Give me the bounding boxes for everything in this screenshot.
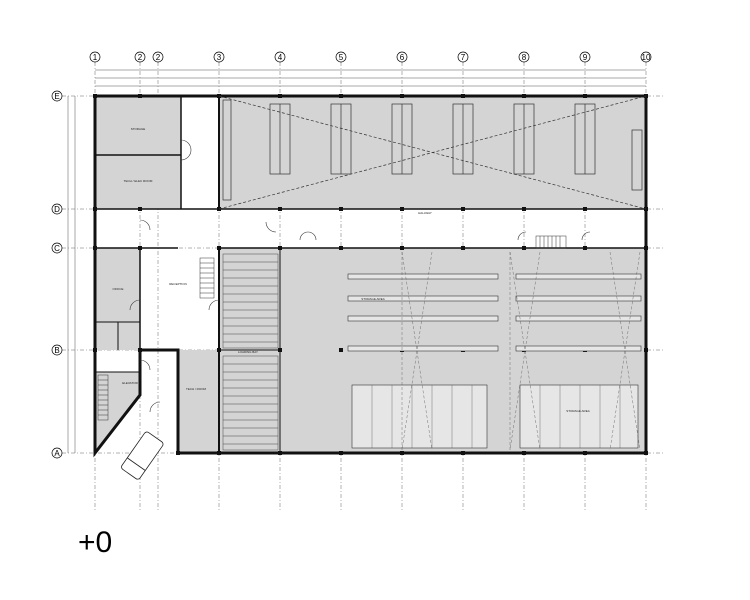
row-markers xyxy=(51,90,63,459)
col-label: 3 xyxy=(217,53,222,62)
corridor-stair xyxy=(535,235,567,249)
col-label: 7 xyxy=(461,53,466,62)
doors xyxy=(129,139,591,413)
col-label: 1 xyxy=(93,53,98,62)
col-label: 6 xyxy=(400,53,405,62)
row-label: D xyxy=(54,205,60,214)
room-label: HALLWAY xyxy=(418,211,432,215)
row-label: B xyxy=(54,346,59,355)
rack-crane-lines xyxy=(401,251,641,451)
row-marker-labels: E D C B A xyxy=(54,92,60,458)
room-label: OFFICE xyxy=(113,287,124,291)
col-label: 4 xyxy=(278,53,283,62)
stairs-west xyxy=(97,257,215,421)
structural-columns xyxy=(93,94,648,455)
room-label: STORAGE AREA xyxy=(361,297,384,301)
rack-dividers xyxy=(371,385,621,448)
room-label: STORAGE AREA xyxy=(566,409,589,413)
room-label: ELEVATOR xyxy=(122,381,138,385)
col-label: 8 xyxy=(522,53,527,62)
car-icon xyxy=(121,431,164,480)
col-label: 2 xyxy=(138,53,143,62)
col-label: 9 xyxy=(583,53,588,62)
room-labels: STORAGE TECH / ELEC ROOM HALLWAY RECEPTI… xyxy=(113,127,590,413)
col-label: 10 xyxy=(642,53,651,62)
room-label: TECH / ROOM xyxy=(186,387,207,391)
room-label: LOADING BAY xyxy=(238,350,258,354)
row-label: C xyxy=(54,244,60,253)
column-marker-labels: 1 2 2 3 4 5 6 7 8 9 10 xyxy=(93,53,651,62)
room-label: TECH / ELEC ROOM xyxy=(124,179,153,183)
row-label: A xyxy=(54,449,60,458)
level-label: +0 xyxy=(78,526,113,559)
column-markers xyxy=(89,51,652,63)
col-label: 2 xyxy=(156,53,161,62)
room-label: STORAGE xyxy=(131,127,146,131)
upper-hall-fixtures xyxy=(218,95,647,210)
loading-ramp xyxy=(222,253,279,451)
col-label: 5 xyxy=(339,53,344,62)
row-label: E xyxy=(54,92,59,101)
storage-racks xyxy=(347,273,642,449)
room-label: RECEPTION xyxy=(169,282,187,286)
dimension-lines xyxy=(67,69,646,453)
